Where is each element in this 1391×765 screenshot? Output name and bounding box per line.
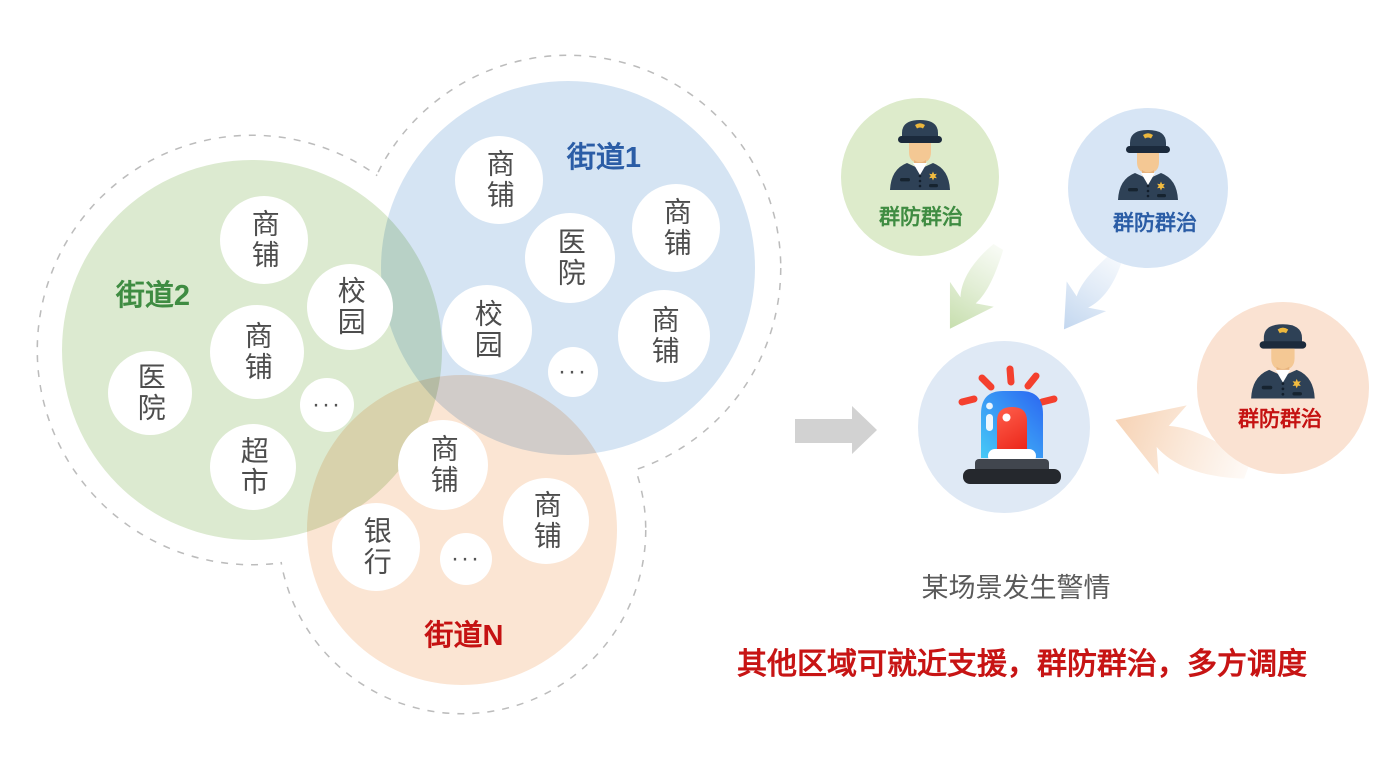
alarm-siren-icon (958, 365, 1061, 484)
streetN-circle (307, 375, 617, 685)
team-orange-label: 群防群治 (1238, 408, 1322, 431)
streetN-label: 街道N (424, 620, 504, 652)
facility-label: 校园 (334, 276, 366, 338)
facility-label: 商铺 (530, 490, 562, 552)
facility-bubble: 商铺 (455, 136, 543, 224)
alarm-circle (918, 341, 1090, 513)
facility-bubble: 校园 (442, 285, 532, 375)
ellipsis-label: ··· (558, 358, 588, 385)
street1-label: 街道1 (566, 142, 642, 174)
ellipsis-label: ··· (312, 391, 342, 418)
team-green-label: 群防群治 (879, 206, 963, 229)
facility-bubble: 商铺 (618, 290, 710, 382)
facility-bubble: 商铺 (503, 478, 589, 564)
facility-bubble: 超市 (210, 424, 296, 510)
facility-bubble: 商铺 (398, 420, 488, 510)
facility-label: 商铺 (241, 321, 273, 383)
alarm-caption: 某场景发生警情 (921, 573, 1111, 603)
facility-bubble-ellipsis: ··· (440, 533, 492, 585)
facility-bubble: 商铺 (210, 305, 304, 399)
facility-label: 商铺 (660, 197, 692, 259)
facility-label: 校园 (471, 299, 503, 361)
conclusion-text: 其他区域可就近支援，群防群治，多方调度 (737, 648, 1307, 681)
facility-label: 商铺 (248, 209, 280, 271)
ellipsis-label: ··· (451, 545, 481, 572)
facility-bubble: 校园 (307, 264, 393, 350)
team-circles (841, 98, 1369, 474)
facility-bubble: 银行 (332, 503, 420, 591)
facility-label: 商铺 (483, 149, 515, 211)
facility-bubble-ellipsis: ··· (548, 347, 598, 397)
facility-bubble: 医院 (108, 351, 192, 435)
facility-bubble: 商铺 (220, 196, 308, 284)
facility-bubble-ellipsis: ··· (300, 378, 354, 432)
team-blue-label: 群防群治 (1113, 212, 1197, 235)
facility-label: 银行 (360, 516, 392, 578)
facility-label: 医院 (554, 227, 586, 289)
facility-label: 医院 (134, 362, 166, 424)
arrow-right-icon (795, 406, 877, 454)
facility-label: 超市 (237, 436, 269, 498)
facility-label: 商铺 (427, 434, 459, 496)
facility-bubble: 医院 (525, 213, 615, 303)
facility-label: 商铺 (648, 305, 680, 367)
facility-bubble: 商铺 (632, 184, 720, 272)
street2-label: 街道2 (115, 280, 191, 312)
